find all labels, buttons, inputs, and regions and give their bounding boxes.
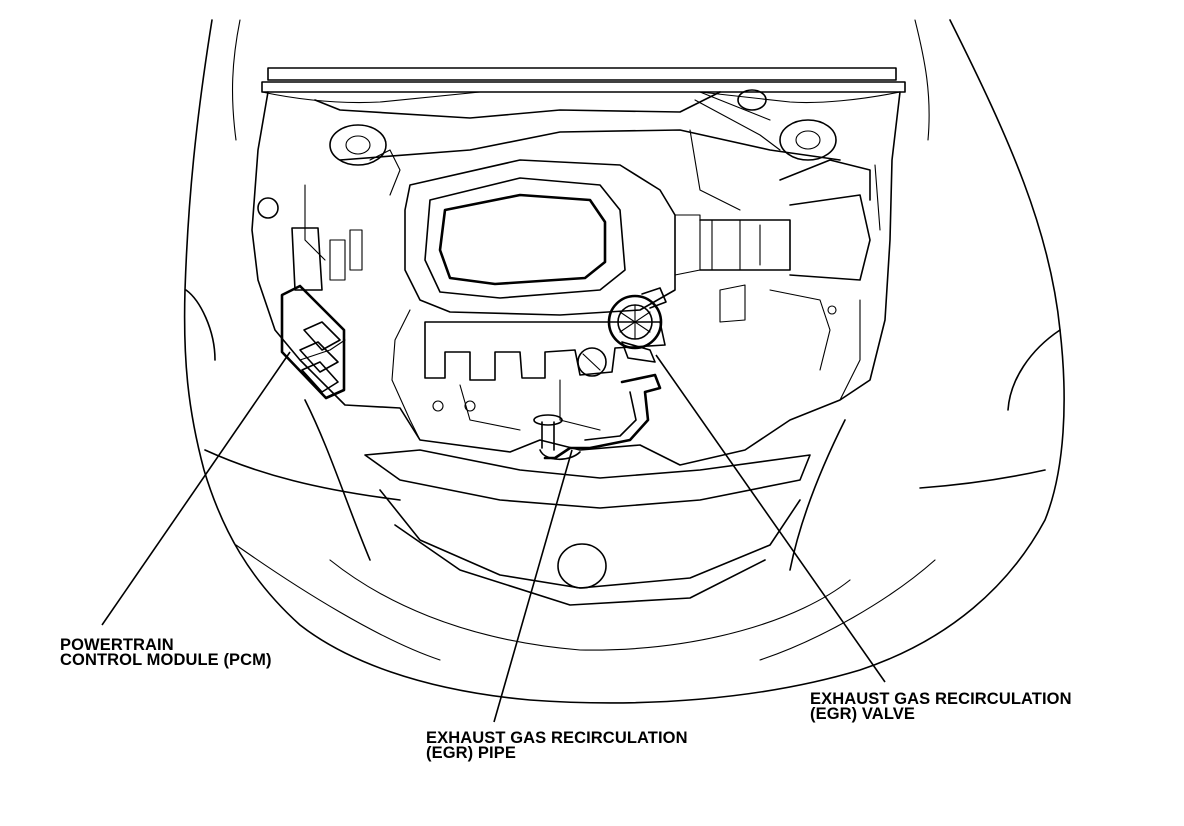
left-side-components (257, 149, 401, 291)
cowl-panel (261, 67, 906, 104)
front-bumper (204, 399, 1046, 661)
egr-valve (607, 287, 667, 363)
leader-lines (101, 351, 886, 723)
egr-valve-label-line1: EXHAUST GAS RECIRCULATION (810, 690, 1072, 708)
intake-manifold (404, 159, 871, 316)
engine-block (391, 309, 666, 441)
pcm-label: POWERTRAIN CONTROL MODULE (PCM) (60, 636, 272, 669)
egr-pipe (533, 373, 662, 461)
egr-valve-label-line2: (EGR) VALVE (810, 705, 915, 723)
egr-pipe-label-line2: (EGR) PIPE (426, 744, 516, 762)
pcm-label-line1: POWERTRAIN (60, 636, 174, 654)
egr-valve-leader (655, 354, 886, 683)
car-body-outline (183, 19, 1065, 704)
egr-pipe-leader (493, 449, 573, 723)
egr-valve-label: EXHAUST GAS RECIRCULATION (EGR) VALVE (810, 690, 1072, 723)
air-cleaner (689, 129, 881, 371)
egr-pipe-label-line1: EXHAUST GAS RECIRCULATION (426, 729, 688, 747)
strut-tower-brace (314, 89, 841, 166)
engine-bay-outline (251, 91, 901, 466)
pcm-unit (280, 284, 346, 400)
pcm-label-line2: CONTROL MODULE (PCM) (60, 651, 272, 669)
egr-pipe-label: EXHAUST GAS RECIRCULATION (EGR) PIPE (426, 729, 688, 762)
pcm-leader (101, 351, 291, 626)
